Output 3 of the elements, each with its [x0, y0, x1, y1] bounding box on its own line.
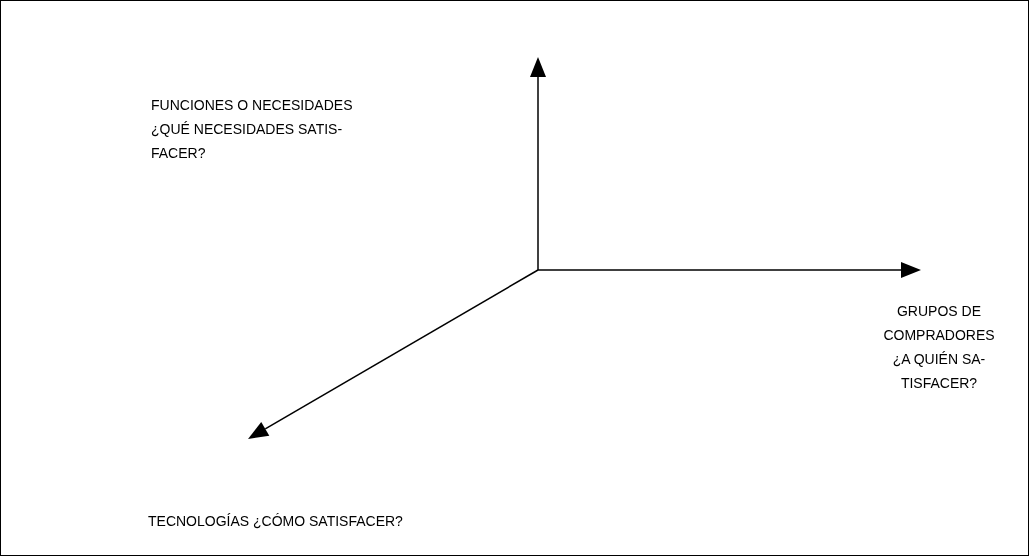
axis-label: TECNOLOGÍAS ¿CÓMO SATISFACER?	[148, 512, 404, 531]
axis-label: FUNCIONES O NECESIDADES ¿QUÉ NECESIDADES SATIS- FACER?	[151, 96, 354, 163]
axis-label: GRUPOS DE COMPRADORES ¿A QUIÉN SA- TISFACER?	[882, 302, 996, 393]
